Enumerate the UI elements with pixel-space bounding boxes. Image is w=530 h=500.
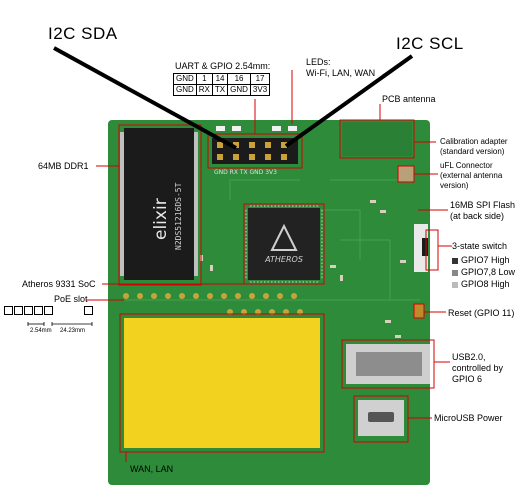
ram-brand: elixir xyxy=(151,198,171,240)
soc-highlight xyxy=(243,203,325,285)
calibration-label-2: (standard version) xyxy=(440,147,505,156)
poe-dimension-1: 2.54mm xyxy=(30,328,52,334)
switch-option-text: GPIO7 High xyxy=(461,255,510,265)
pcb-antenna-area xyxy=(342,122,412,156)
poe-pin-box xyxy=(84,306,93,315)
ram-code: N2DS51216DS-5T xyxy=(174,182,183,250)
ddr-highlight xyxy=(118,124,202,286)
poe-module-highlight xyxy=(119,313,325,453)
spi-label-2: (at back side) xyxy=(450,211,505,221)
switch-option-1: GPIO7 High xyxy=(452,255,510,266)
pcb-antenna-highlight xyxy=(339,119,415,159)
leds-title: LEDs: xyxy=(306,57,331,67)
ufl-connector xyxy=(397,165,415,183)
pin-cell: 1 xyxy=(195,73,213,85)
pin-cell: TX xyxy=(211,84,229,96)
spi-label-1: 16MB SPI Flash xyxy=(450,200,516,210)
leds-subtitle: Wi-Fi, LAN, WAN xyxy=(306,68,376,78)
microusb-opening xyxy=(368,412,394,422)
pin-cell: GND xyxy=(173,84,197,96)
usb-highlight xyxy=(341,339,435,389)
poe-pin-box xyxy=(14,306,23,315)
i2c-sda-line xyxy=(53,46,237,150)
pcb-antenna-label: PCB antenna xyxy=(382,94,436,104)
reset-label: Reset (GPIO 11) xyxy=(448,308,515,318)
pcb-traces xyxy=(120,179,420,301)
poe-pin-box xyxy=(44,306,53,315)
pin-cell: 16 xyxy=(227,73,251,85)
wan-lan-label: WAN, LAN xyxy=(130,464,174,474)
uart-pin-table: GND 1 14 16 17 GND RX TX GND 3V3 xyxy=(173,73,271,96)
poe-pin-box xyxy=(24,306,33,315)
pin-cell: GND xyxy=(173,73,197,85)
switch-option-text: GPIO7,8 Low xyxy=(461,267,516,277)
microusb-label: MicroUSB Power xyxy=(434,413,503,423)
ddr-chip-pins xyxy=(120,132,198,276)
ufl-label-3: version) xyxy=(440,181,469,190)
switch-title: 3-state switch xyxy=(452,241,508,251)
i2c-scl-label: I2C SCL xyxy=(396,34,464,53)
led-row xyxy=(216,126,297,131)
soc-label: Atheros 9331 SoC xyxy=(22,279,96,289)
switch-knob xyxy=(422,238,428,256)
switch-body xyxy=(414,224,428,272)
poe-pin-box xyxy=(4,306,13,315)
usb-port-inner xyxy=(356,352,422,376)
poe-module xyxy=(124,318,320,448)
pin-row-2: GND RX TX GND 3V3 xyxy=(173,84,271,96)
pin-row-1: GND 1 14 16 17 xyxy=(173,73,271,85)
uart-title: UART & GPIO 2.54mm: xyxy=(175,61,271,71)
i2c-sda-label: I2C SDA xyxy=(48,24,118,43)
poe-dimension-guide xyxy=(27,322,93,326)
microusb-highlight xyxy=(353,395,409,443)
soc-chip xyxy=(248,208,320,280)
ddr-chip xyxy=(124,128,194,280)
poe-dimension-2: 24.23mm xyxy=(60,328,86,334)
pin-cell: RX xyxy=(195,84,213,96)
poe-pin-box xyxy=(34,306,43,315)
switch-legend-square xyxy=(452,257,458,264)
soc-chip-pins xyxy=(245,205,323,283)
uart-header-pins xyxy=(217,142,287,160)
switch-option-text: GPIO8 High xyxy=(461,279,510,289)
soc-brand: ATHEROS xyxy=(264,255,303,264)
ufl-label-1: uFL Connector xyxy=(440,161,493,170)
poe-label: PoE slot xyxy=(54,294,88,304)
switch-option-2: GPIO7,8 Low xyxy=(452,267,515,278)
calibration-label-1: Calibration adapter xyxy=(440,137,508,146)
pin-cell: 3V3 xyxy=(249,84,271,96)
soc-logo-icon xyxy=(270,223,298,251)
switch-legend-square xyxy=(452,269,458,276)
switch-highlight xyxy=(425,229,439,271)
ddr-label: 64MB DDR1 xyxy=(38,161,89,171)
i2c-scl-line xyxy=(284,54,414,148)
pin-cell: GND xyxy=(227,84,251,96)
reset-button-graphic xyxy=(413,303,425,319)
poe-pad-row xyxy=(123,293,297,299)
usb-label-2: controlled by xyxy=(452,363,504,373)
pin-cell: 17 xyxy=(249,73,271,85)
switch-option-3: GPIO8 High xyxy=(452,279,510,290)
ufl-label-2: (external antenna xyxy=(440,171,503,180)
usb-label-1: USB2.0, xyxy=(452,352,486,362)
switch-legend-square xyxy=(452,281,458,288)
usb-label-3: GPIO 6 xyxy=(452,374,483,384)
pin-cell: 14 xyxy=(211,73,229,85)
header-pin-silkscreen: GND RX TX GND 3V3 xyxy=(214,169,277,176)
